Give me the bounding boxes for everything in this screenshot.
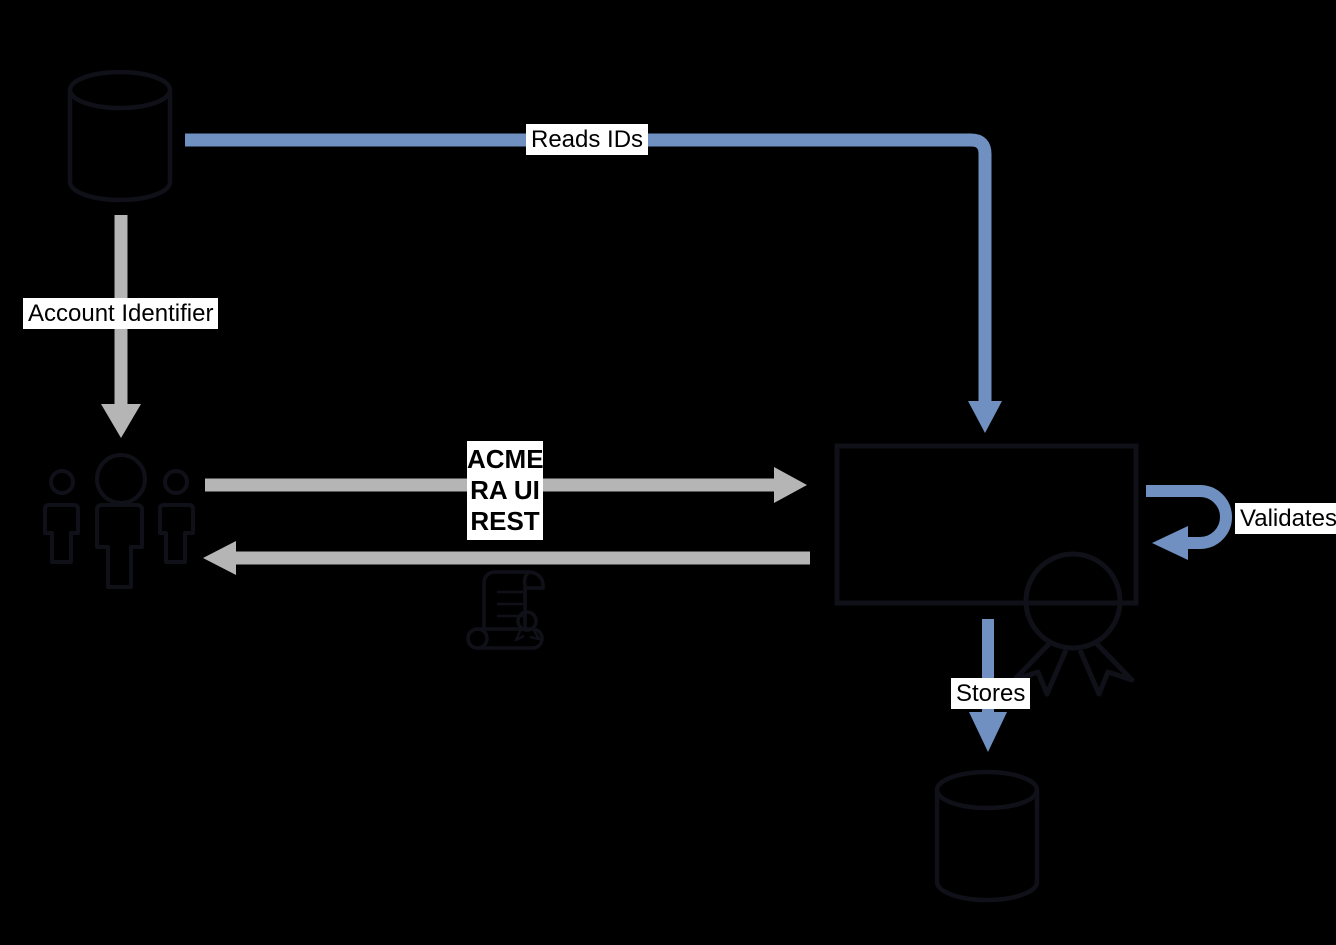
award-ribbon-icon xyxy=(1011,551,1135,697)
certificate-scroll-icon xyxy=(466,570,545,650)
response-arrow xyxy=(203,541,810,575)
acme-ra-ui-rest-label: ACME RA UI REST xyxy=(467,441,544,540)
reads-ids-arrow xyxy=(185,133,1002,433)
acme-label-line1: ACME xyxy=(467,444,544,474)
account-identifier-label: Account Identifier xyxy=(23,298,219,329)
storage-database-icon xyxy=(934,769,1040,903)
stores-label: Stores xyxy=(951,678,1031,709)
validates-label: Validates xyxy=(1235,503,1336,534)
acme-label-line2: RA UI xyxy=(470,475,540,505)
acme-label-line3: REST xyxy=(470,506,540,536)
service-box xyxy=(834,443,1139,606)
users-icon xyxy=(43,453,195,589)
validates-arrow xyxy=(1146,485,1232,560)
reads-ids-label: Reads IDs xyxy=(526,124,649,155)
accounts-database-icon xyxy=(67,69,173,203)
